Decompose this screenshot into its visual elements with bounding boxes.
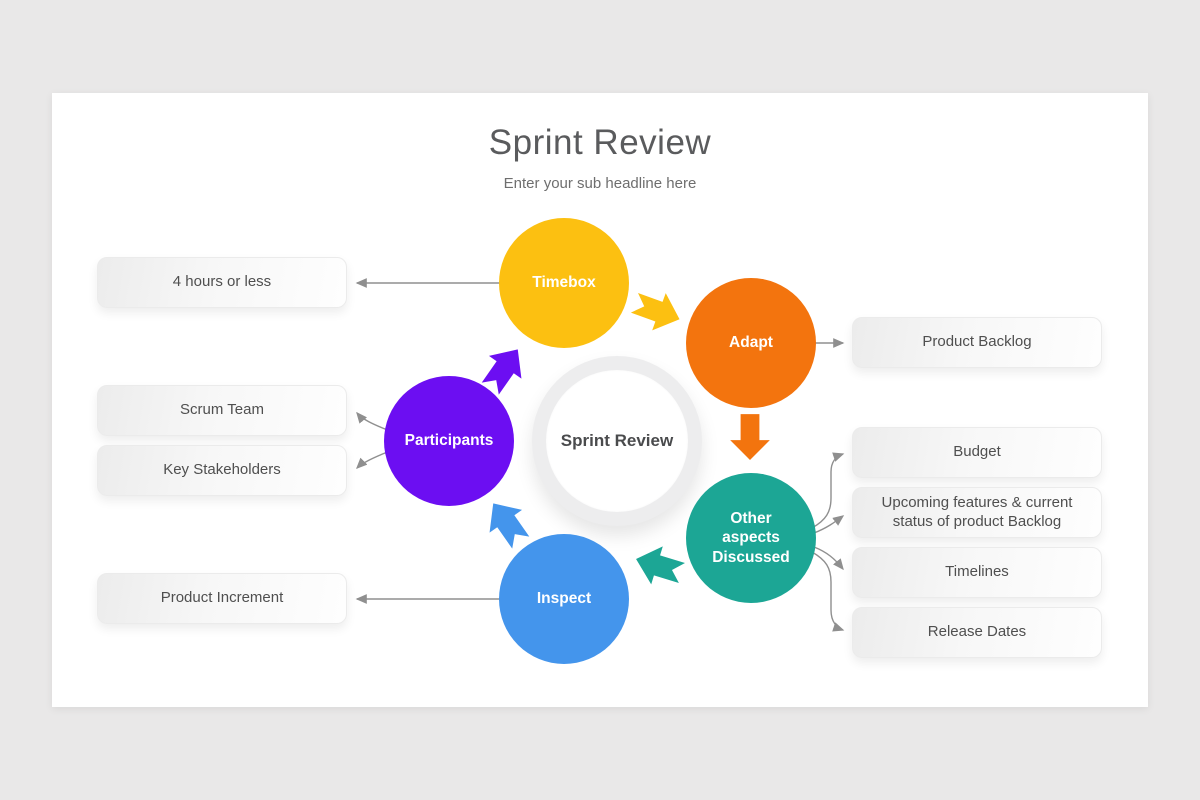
node-adapt-label: Adapt: [729, 334, 773, 352]
callout-release-dates: Release Dates: [852, 607, 1102, 658]
callout-label: 4 hours or less: [172, 273, 272, 291]
node-timebox-label: Timebox: [532, 274, 596, 292]
cycle-arrow-timebox-to-adapt: [628, 284, 687, 338]
cycle-arrow-adapt-to-other: [730, 412, 770, 460]
cycle-arrow-other-to-inspect: [630, 540, 688, 592]
node-inspect: Inspect: [499, 534, 629, 664]
callout-label: Product Increment: [160, 589, 284, 607]
node-participants-label: Participants: [404, 432, 494, 450]
callout-upcoming-features: Upcoming features & current status of pr…: [852, 487, 1102, 538]
node-adapt: Adapt: [686, 278, 816, 408]
node-other-aspects-label: Other aspects Discussed: [712, 509, 790, 566]
cycle-arrow-participants-to-timebox: [474, 338, 534, 400]
callout-label: Scrum Team: [180, 401, 264, 419]
callout-label: Key Stakeholders: [163, 461, 281, 479]
node-timebox: Timebox: [499, 218, 629, 348]
hub-ring: Sprint Review: [532, 356, 702, 526]
callout-label: Timelines: [945, 563, 1009, 581]
callout-timelines: Timelines: [852, 547, 1102, 598]
page-subtitle: Enter your sub headline here: [503, 175, 697, 192]
page-title: Sprint Review: [488, 123, 712, 162]
callout-label: Budget: [953, 443, 1001, 461]
node-other-aspects: Other aspects Discussed: [686, 473, 816, 603]
callout-label: Product Backlog: [922, 333, 1032, 351]
callout-product-increment: Product Increment: [97, 573, 347, 624]
node-participants: Participants: [384, 376, 514, 506]
node-inspect-label: Inspect: [536, 590, 592, 608]
callout-label: Upcoming features & current status of pr…: [881, 493, 1073, 530]
callout-4-hours-or-less: 4 hours or less: [97, 257, 347, 308]
callout-key-stakeholders: Key Stakeholders: [97, 445, 347, 496]
hub-label: Sprint Review: [560, 431, 674, 450]
callout-scrum-team: Scrum Team: [97, 385, 347, 436]
callout-label: Release Dates: [927, 623, 1027, 641]
hub-circle: Sprint Review: [546, 370, 688, 512]
callout-budget: Budget: [852, 427, 1102, 478]
cycle-arrow-inspect-to-participants: [477, 492, 537, 554]
callout-product-backlog: Product Backlog: [852, 317, 1102, 368]
